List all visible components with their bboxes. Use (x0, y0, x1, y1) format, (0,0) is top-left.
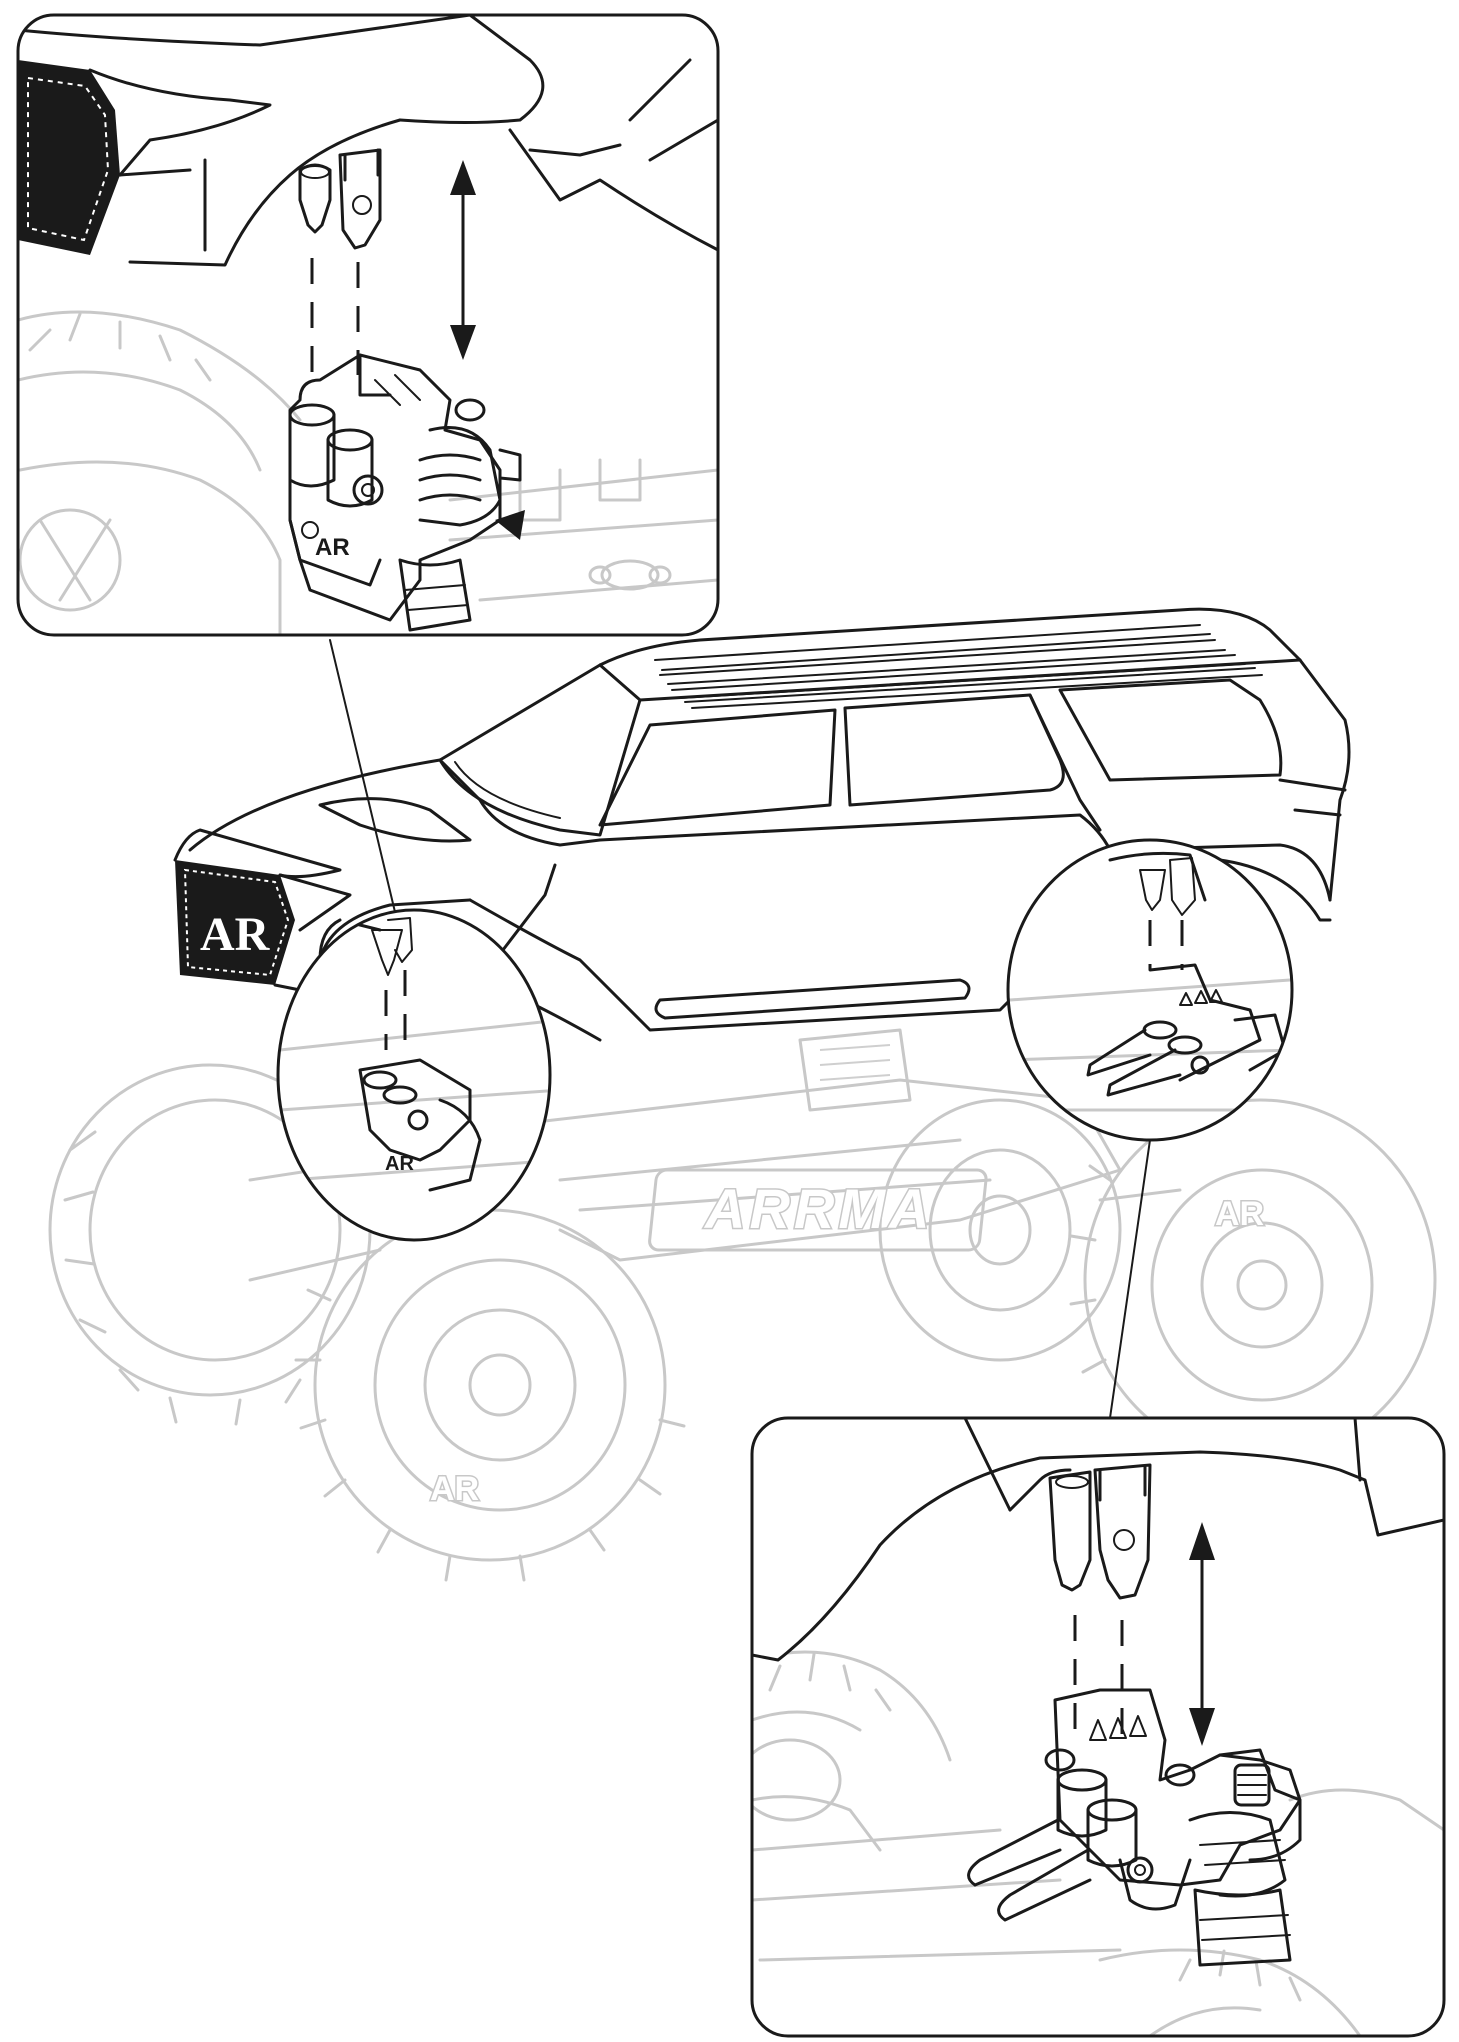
front-grille: AR (175, 860, 295, 985)
ghost-tire-logo-right: AR (1215, 1195, 1264, 1233)
move-arrow-icon-front (450, 160, 476, 360)
hood (188, 758, 602, 852)
quarter-window (1058, 678, 1283, 782)
chassis-logo: ARRMA (703, 1177, 933, 1240)
roof-line (438, 607, 1302, 762)
roof-rails (654, 624, 1263, 709)
body-mount-front: AR (288, 353, 525, 632)
ghost-chassis: AR AR ARRMA (48, 1028, 1437, 1582)
side-trim (654, 978, 971, 1020)
callout-lens-rear (1006, 838, 1294, 1142)
grille-logo: AR (200, 908, 271, 961)
body-mount-rear (967, 1688, 1302, 1967)
move-arrow-icon-rear (1189, 1522, 1215, 1746)
detail-panel-front: AR (16, 13, 720, 637)
front-side-window (598, 708, 837, 827)
hood-scoop (318, 797, 472, 843)
detail-panel-rear (750, 1416, 1446, 2038)
ghost-tire-front-left: AR (294, 1208, 686, 1582)
mount-logo-small: AR (385, 1153, 414, 1175)
mount-logo: AR (315, 534, 350, 561)
callout-leaders (329, 639, 1151, 1419)
callout-lens-front: AR (276, 908, 552, 1242)
mount-pins-rear (1048, 1463, 1152, 1745)
rear-side-window (843, 693, 1065, 807)
ghost-tire-logo: AR (430, 1470, 479, 1508)
